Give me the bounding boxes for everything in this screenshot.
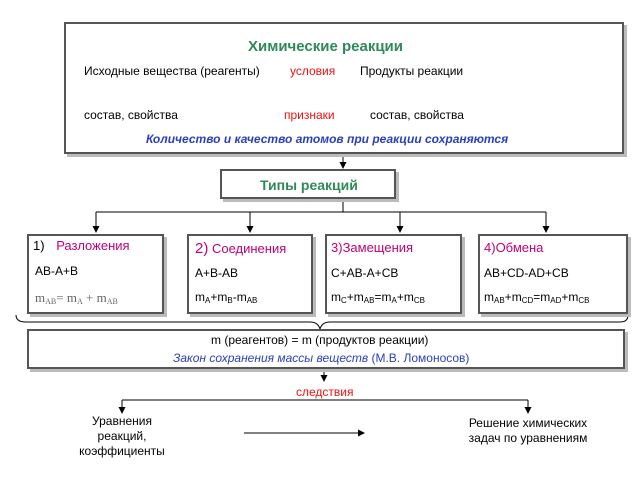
type-4-name: Обмена	[495, 240, 544, 255]
type-1-formula: AB-A+B	[35, 264, 79, 278]
mass-symbol: m	[403, 290, 414, 304]
mass-operator: +	[346, 290, 354, 304]
mass-symbol: m	[568, 290, 579, 304]
mass-subscript: CB	[413, 296, 425, 305]
mass-symbol: m	[381, 290, 392, 304]
signs-label: признаки	[284, 108, 335, 122]
mass-subscript: AD	[550, 296, 562, 305]
type-4-number: 4)	[484, 240, 496, 255]
type-4-header: 4)Обмена	[484, 240, 543, 255]
composition-left: состав, свойства	[84, 108, 178, 122]
mass-subscript: CB	[578, 296, 590, 305]
type-2-name: Соединения	[211, 241, 287, 256]
law-name: Закон сохранения массы веществ	[173, 351, 369, 365]
mass-operator: =	[56, 290, 67, 305]
mass-symbol: m	[331, 290, 341, 304]
type-decomposition: 1) Разложения AB-A+B mAB= mA + mAB	[27, 234, 164, 314]
reactions-title: Химические реакции	[248, 38, 403, 55]
mass-operator: +	[210, 290, 218, 304]
mass-operator: +	[82, 290, 97, 305]
law-author: (М.В. Ломоносов)	[371, 351, 470, 365]
left-result-line: реакций,	[97, 429, 147, 443]
mass-operator: =	[374, 290, 382, 304]
mass-subscript: AB	[246, 296, 258, 305]
type-combination: 2) Соединения A+B-AB mA+mB-mAB	[187, 234, 313, 314]
mass-subscript: A	[76, 297, 83, 306]
law-box: m (реагентов) = m (продуктов реакции) За…	[27, 329, 625, 369]
mass-subscript: CD	[521, 296, 534, 305]
types-title: Типы реакций	[260, 177, 358, 193]
type-2-header: 2) Соединения	[195, 240, 286, 257]
consequences-label: следствия	[296, 385, 354, 399]
type-3-number: 3)	[331, 240, 343, 255]
type-3-name: Замещения	[342, 240, 414, 255]
right-result-line: Решение химических	[468, 416, 588, 430]
right-result: Решение химических задач по уравнениям	[460, 416, 596, 446]
type-3-header: 3)Замещения	[331, 240, 413, 255]
mass-subscript: B	[227, 296, 233, 305]
mass-symbol: m	[96, 290, 107, 305]
type-3-formula: C+AB-A+CB	[331, 266, 399, 280]
mass-symbol: m	[66, 290, 77, 305]
left-result-line: Уравнения	[92, 414, 152, 428]
mass-subscript: AB	[494, 296, 505, 305]
mass-subscript: AB	[106, 297, 118, 306]
mass-operator: +	[561, 290, 569, 304]
type-1-number: 1)	[33, 238, 45, 253]
mass-symbol: m	[217, 290, 228, 304]
type-2-number: 2)	[195, 240, 209, 257]
mass-operator: =	[533, 290, 541, 304]
mass-subscript: A	[205, 296, 211, 305]
composition-right: состав, свойства	[370, 108, 464, 122]
mass-symbol: m	[236, 290, 247, 304]
mass-symbol: m	[540, 290, 551, 304]
type-substitution: 3)Замещения C+AB-A+CB mC+mAB=mA+mCB	[325, 234, 462, 314]
conservation-statement: Количество и качество атомов при реакции…	[146, 132, 509, 146]
type-2-mass: mA+mB-mAB	[195, 290, 257, 305]
type-1-mass: mAB= mA + mAB	[35, 290, 118, 306]
mass-subscript: AB	[363, 296, 375, 305]
products-label: Продукты реакции	[360, 64, 464, 78]
type-1-header: 1) Разложения	[33, 238, 130, 253]
types-brace	[15, 314, 629, 331]
mass-symbol: m	[484, 290, 494, 304]
mass-subscript: AB	[45, 297, 57, 306]
mass-symbol: m	[35, 290, 46, 305]
reactions-box: Химические реакции Исходные вещества (ре…	[64, 22, 624, 154]
type-2-formula: A+B-AB	[195, 266, 239, 280]
mass-operator: -	[232, 290, 237, 304]
mass-subscript: A	[391, 296, 397, 305]
conditions-label: условия	[290, 64, 336, 78]
mass-operator: +	[396, 290, 404, 304]
type-1-name: Разложения	[56, 238, 130, 253]
type-4-mass: mAB+mCD=mAD+mCB	[484, 290, 590, 305]
reagents-label: Исходные вещества (реагенты)	[84, 64, 260, 78]
left-result: Уравнения реакций, коэффициенты	[66, 414, 178, 459]
mass-operator: +	[504, 290, 512, 304]
mass-subscript: C	[341, 296, 347, 305]
law-statement: Закон сохранения массы веществ (М.В. Лом…	[173, 351, 469, 365]
mass-symbol: m	[195, 290, 205, 304]
right-result-line: задач по уравнениям	[468, 431, 588, 445]
left-result-line: коэффициенты	[79, 444, 165, 458]
mass-equation: m (реагентов) = m (продуктов реакции)	[211, 333, 429, 347]
type-exchange: 4)Обмена AB+CD-AD+CB mAB+mCD=mAD+mCB	[478, 234, 628, 314]
type-4-formula: AB+CD-AD+CB	[484, 266, 569, 280]
type-3-mass: mC+mAB=mA+mCB	[331, 290, 425, 305]
mass-symbol: m	[353, 290, 364, 304]
mass-symbol: m	[511, 290, 522, 304]
types-box: Типы реакций	[220, 169, 396, 199]
